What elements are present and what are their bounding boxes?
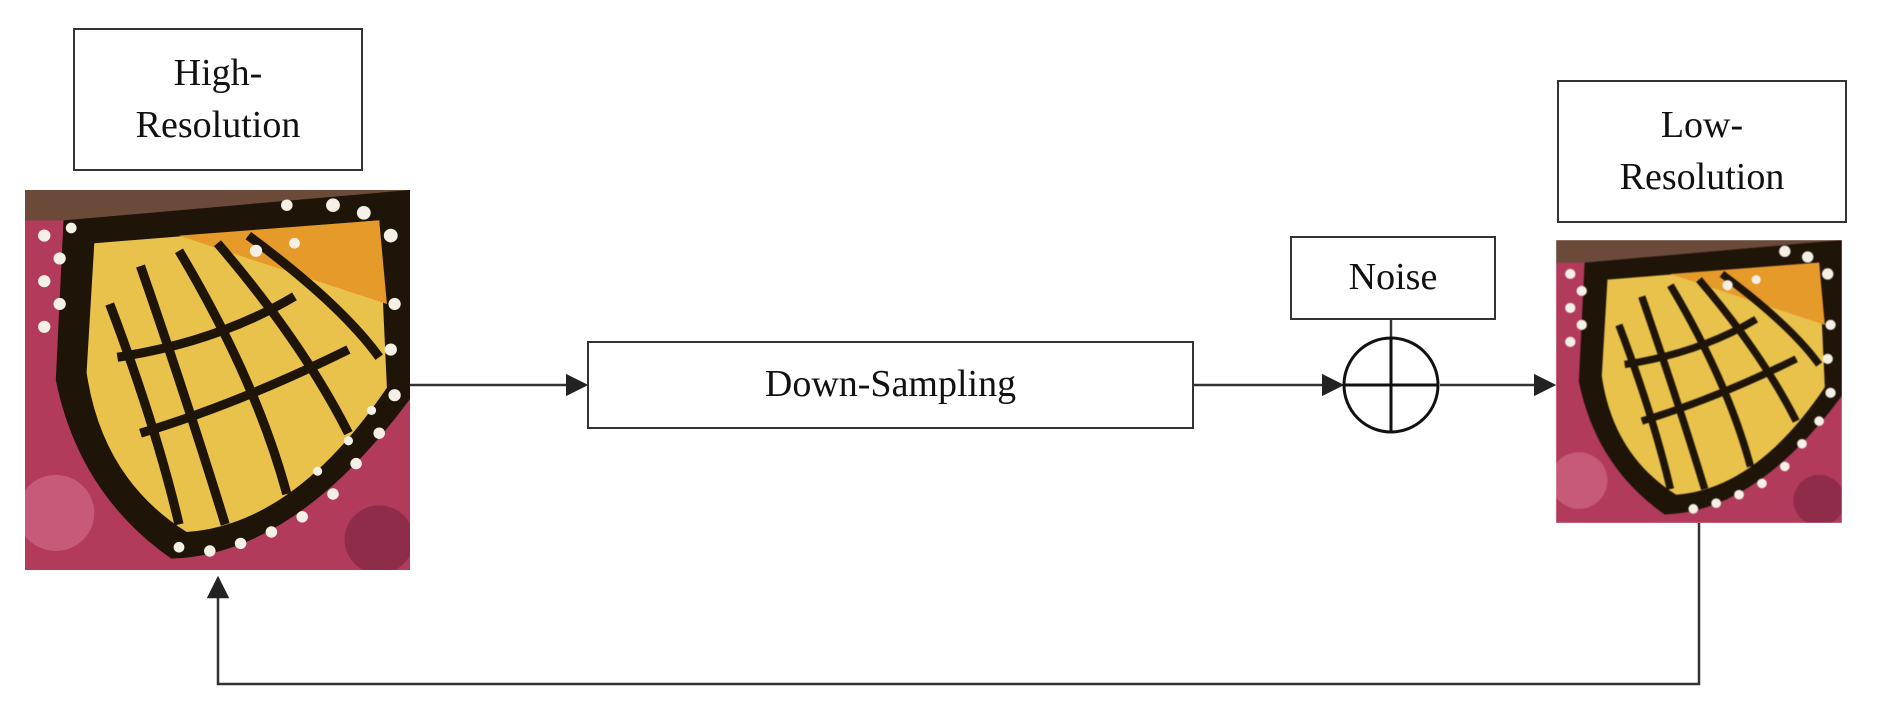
butterfly-wing-illustration xyxy=(25,190,410,570)
summation-node xyxy=(1342,336,1440,434)
downsampling-box: Down-Sampling xyxy=(587,341,1194,429)
lr-label-box: Low- Resolution xyxy=(1557,80,1847,223)
butterfly-wing-illustration-low-res xyxy=(1556,240,1842,523)
hr-label-line2: Resolution xyxy=(135,103,301,146)
downsampling-label: Down-Sampling xyxy=(764,363,1017,406)
arrow-feedback-lr-to-hr xyxy=(206,523,1701,686)
hr-image xyxy=(25,190,410,570)
lr-label-line2: Resolution xyxy=(1619,155,1785,198)
hr-label-box: High- Resolution xyxy=(73,28,363,171)
noise-box: Noise xyxy=(1290,236,1496,320)
noise-label: Noise xyxy=(1348,256,1438,299)
lr-image xyxy=(1556,240,1842,523)
hr-label-line1: High- xyxy=(173,52,263,95)
lr-label-line1: Low- xyxy=(1660,104,1744,147)
